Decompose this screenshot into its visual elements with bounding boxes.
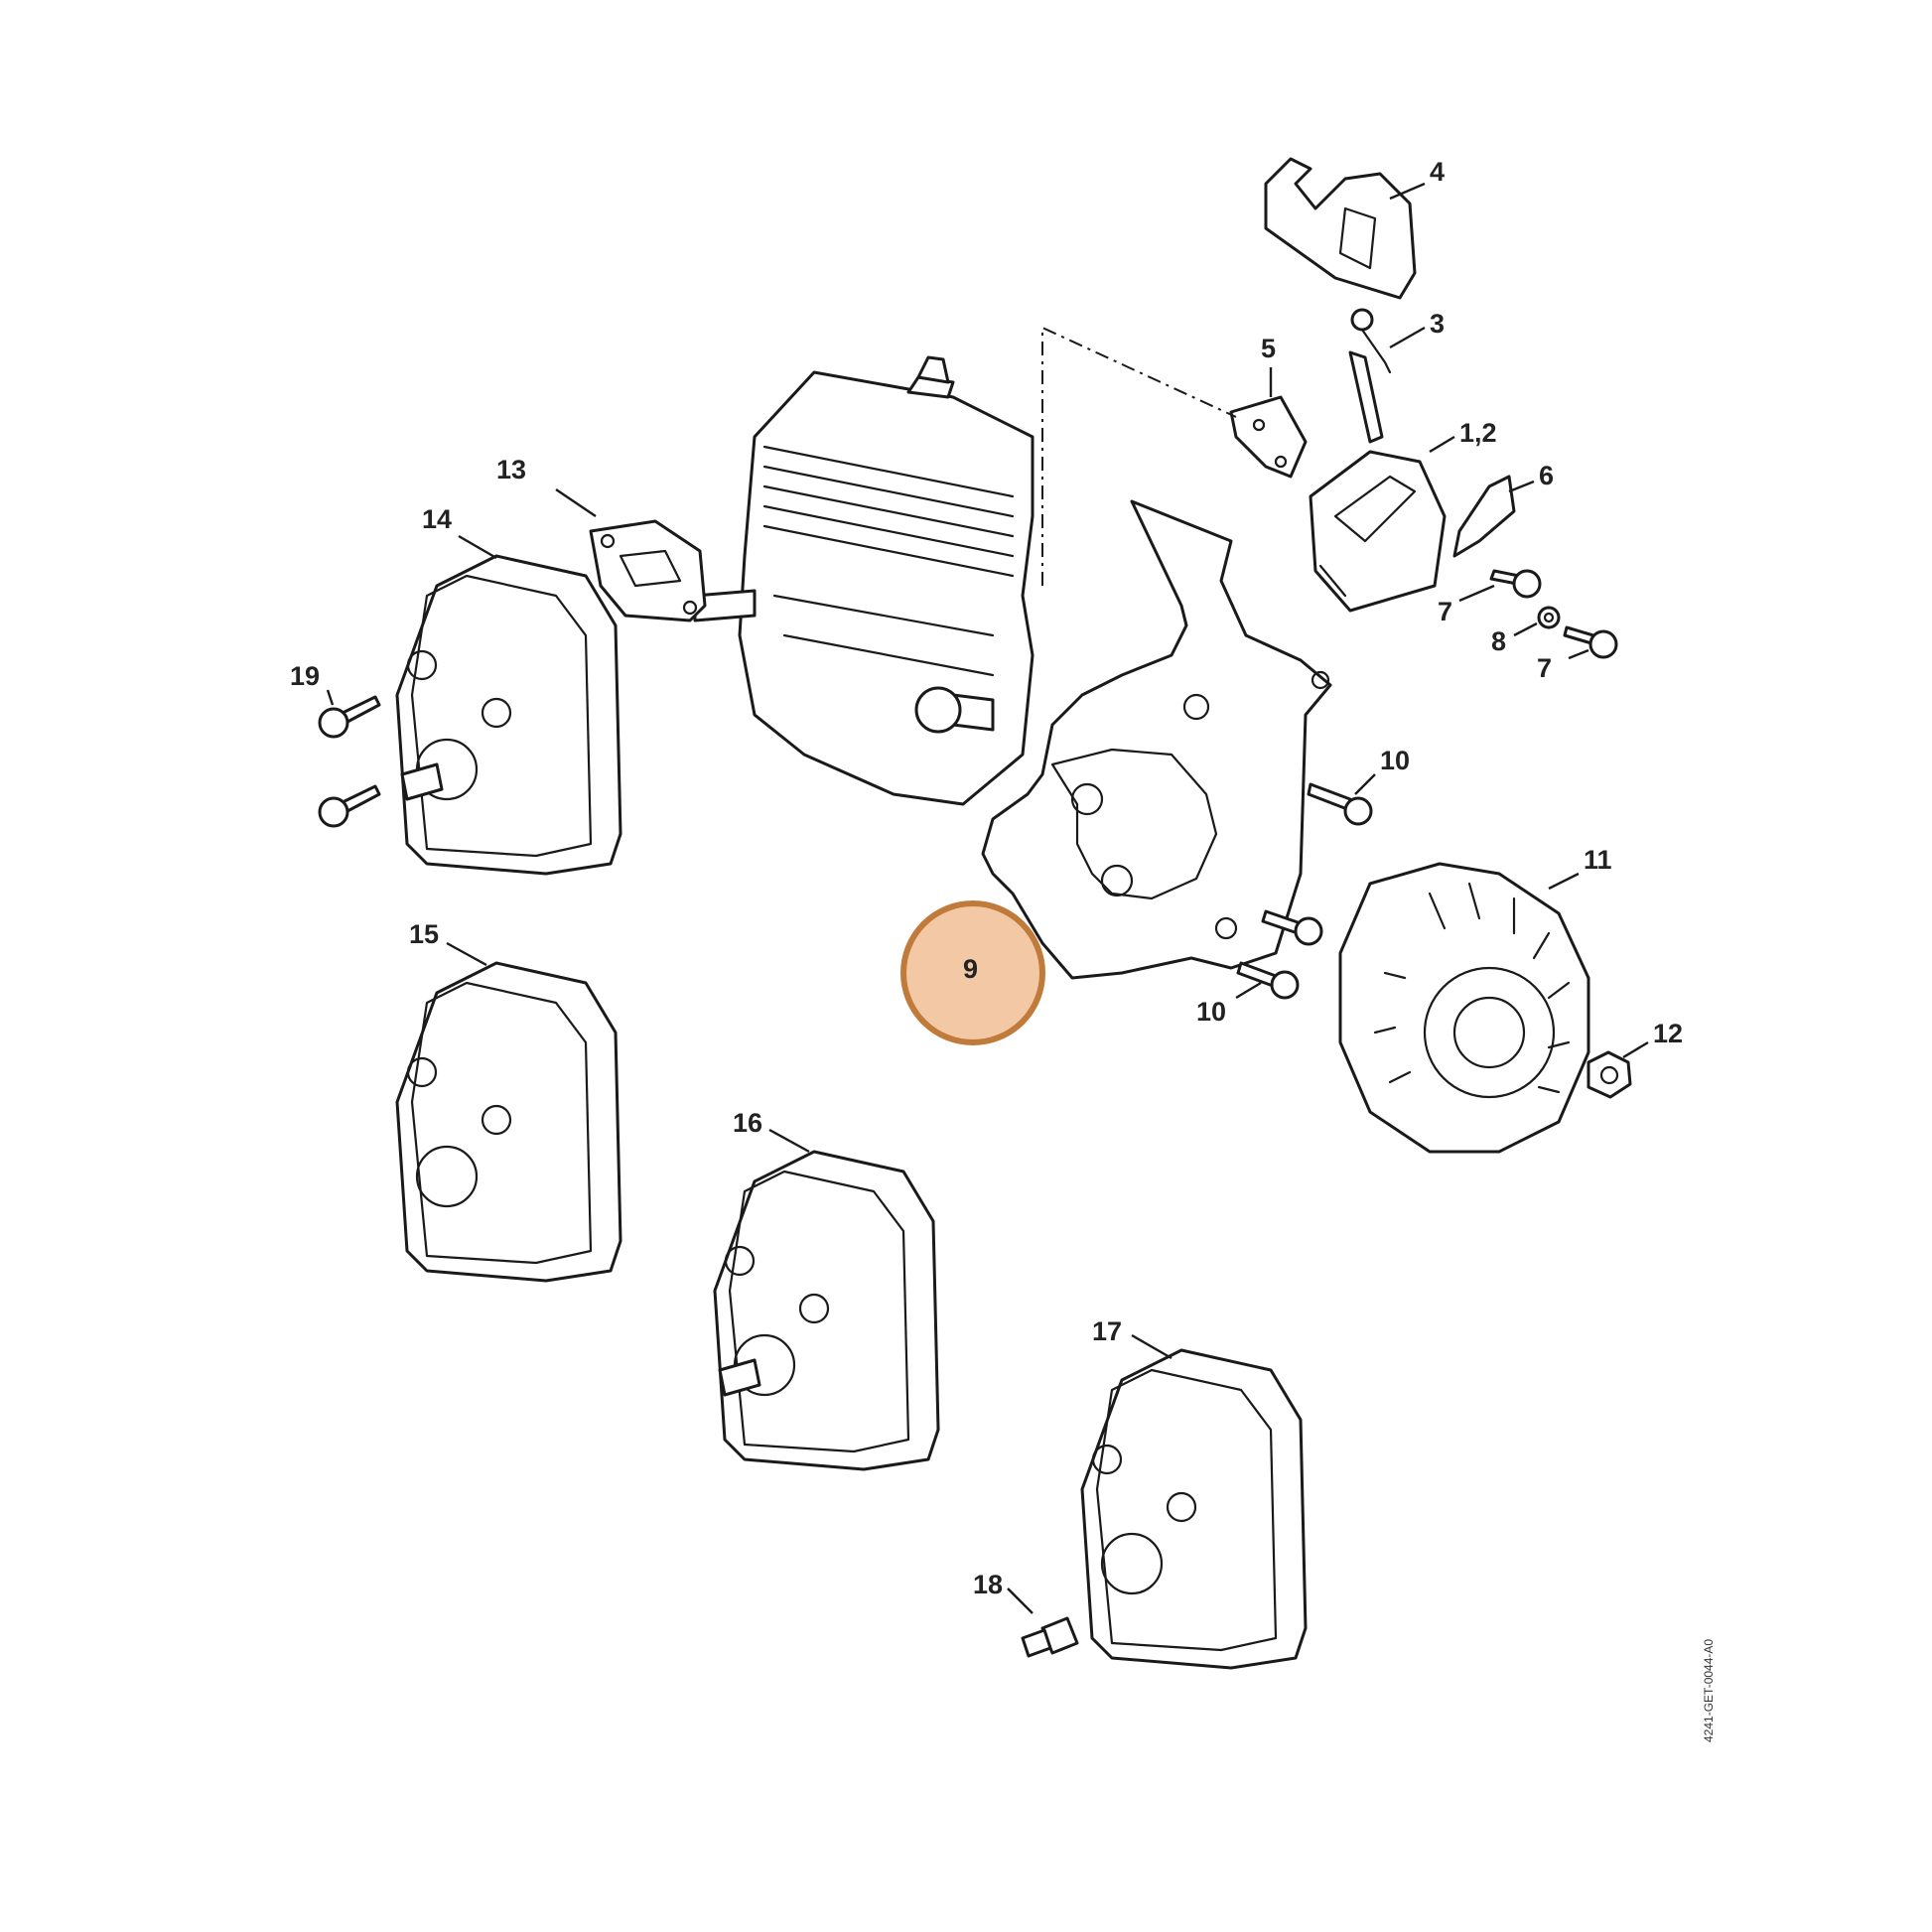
callout-9[interactable]: 9	[963, 954, 978, 984]
part-5-bracket[interactable]	[1229, 395, 1308, 479]
highlight-circle-part-9[interactable]	[900, 900, 1045, 1045]
part-9-fan-housing[interactable]	[981, 499, 1332, 980]
part-14-muffler[interactable]	[395, 554, 622, 876]
callout-16[interactable]: 16	[733, 1108, 762, 1138]
part-13-gasket[interactable]	[589, 519, 707, 622]
part-1-2-ignition-module[interactable]	[1309, 450, 1447, 613]
part-16-muffler[interactable]	[713, 1150, 940, 1471]
callout-labels: 1,2 3 4 5 6 7 7 8 9 10 10 11 12 13 14 15…	[290, 157, 1683, 1599]
part-11-flywheel[interactable]	[1338, 862, 1590, 1154]
part-15-muffler[interactable]	[395, 961, 622, 1283]
part-19-screw-upper[interactable]	[318, 695, 381, 739]
callout-14[interactable]: 14	[422, 504, 452, 534]
part-3-wire-clip[interactable]	[1348, 308, 1392, 444]
part-6-plate[interactable]	[1452, 475, 1516, 558]
part-10-screw-upper[interactable]	[1307, 782, 1373, 826]
callout-6[interactable]: 6	[1539, 461, 1554, 490]
callout-19[interactable]: 19	[290, 661, 320, 691]
engine-cylinder	[693, 355, 1035, 806]
callout-4[interactable]: 4	[1430, 157, 1445, 187]
callout-7-upper[interactable]: 7	[1438, 597, 1452, 626]
part-18-fitting[interactable]	[1021, 1616, 1079, 1658]
part-10-screw-middle[interactable]	[1261, 909, 1323, 946]
part-7-screw-lower[interactable]	[1563, 625, 1618, 659]
callout-12[interactable]: 12	[1653, 1019, 1683, 1048]
callout-8[interactable]: 8	[1491, 626, 1506, 656]
callout-5[interactable]: 5	[1261, 334, 1276, 363]
callout-7-lower[interactable]: 7	[1537, 653, 1552, 683]
callout-10-lower[interactable]: 10	[1196, 997, 1226, 1027]
part-17-muffler[interactable]	[1080, 1348, 1308, 1670]
leader-lines	[326, 182, 1649, 1614]
part-12-nut[interactable]	[1587, 1050, 1632, 1099]
part-8-washer[interactable]	[1537, 606, 1561, 629]
callout-1-2[interactable]: 1,2	[1459, 418, 1497, 448]
callout-18[interactable]: 18	[973, 1570, 1003, 1599]
callout-15[interactable]: 15	[409, 919, 439, 949]
part-7-screw-upper[interactable]	[1489, 569, 1542, 599]
part-19-screw-lower[interactable]	[318, 784, 381, 828]
part-4-bracket[interactable]	[1264, 157, 1417, 300]
callout-13[interactable]: 13	[496, 455, 526, 484]
part-10-screw-lower[interactable]	[1236, 961, 1300, 1000]
callout-3[interactable]: 3	[1430, 309, 1445, 339]
callout-11[interactable]: 11	[1584, 845, 1612, 875]
document-id: 4241-GET-0044-A0	[1702, 1639, 1716, 1742]
callout-10-upper[interactable]: 10	[1380, 746, 1410, 775]
callout-17[interactable]: 17	[1092, 1316, 1122, 1346]
